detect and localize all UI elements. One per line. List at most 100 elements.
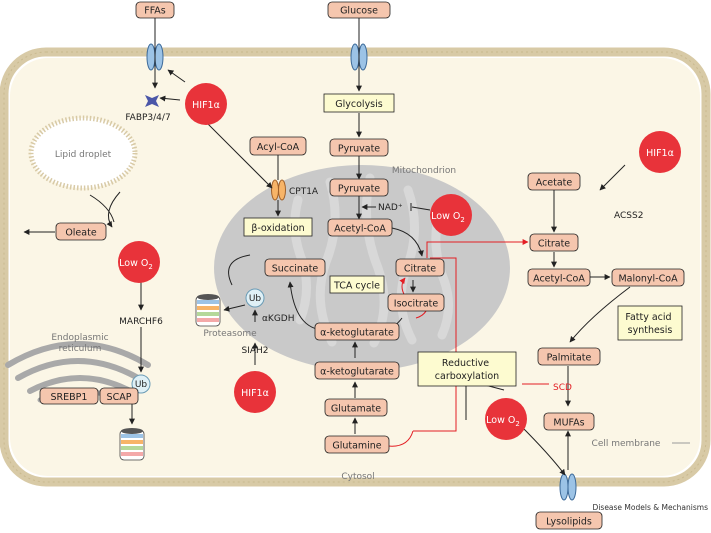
svg-text:Lysolipids: Lysolipids — [546, 517, 592, 528]
metabolite-mufas: MUFAs — [543, 412, 595, 431]
metabolite-acetyl-coa-cyto: Acetyl-CoA — [527, 268, 591, 287]
metabolite-glutamate: Glutamate — [324, 398, 388, 417]
er-label-line2: reticulum — [59, 344, 102, 354]
svg-text:Citrate: Citrate — [538, 239, 570, 250]
process-fatty-acid-synthesis: Fatty acid synthesis — [617, 305, 683, 341]
svg-text:α-ketoglutarate: α-ketoglutarate — [320, 367, 394, 378]
proteasome-icon — [195, 294, 221, 327]
lipid-droplet — [28, 115, 138, 191]
metabolite-ffas: FFAs — [135, 1, 175, 19]
svg-text:α-ketoglutarate: α-ketoglutarate — [320, 328, 394, 339]
metabolite-isocitrate: Isocitrate — [387, 293, 445, 312]
proteasome-label: Proteasome — [203, 329, 257, 339]
fabp-label: FABP3/4/7 — [125, 113, 170, 123]
protein-srebp1: SREBP1 — [39, 387, 99, 405]
journal-credit: Disease Models & Mechanisms — [593, 503, 709, 512]
signal-low-o2-right: Low O2 — [485, 398, 527, 440]
metabolite-glutamine: Glutamine — [324, 435, 390, 454]
fatty-acid-synthesis-label-line2: synthesis — [628, 325, 673, 336]
process-tca-cycle: TCA cycle — [329, 275, 385, 294]
siah2-label: SIAH2 — [241, 346, 268, 356]
svg-text:Low O2: Low O2 — [486, 415, 520, 428]
svg-text:HIF1α: HIF1α — [646, 148, 674, 159]
cytosol-label: Cytosol — [341, 472, 374, 482]
process-reductive-carboxylation: Reductive carboxylation — [417, 351, 517, 387]
svg-text:Oleate: Oleate — [65, 228, 97, 239]
cpt1a-label: CPT1A — [289, 187, 319, 197]
process-beta-oxidation: β-oxidation — [243, 217, 313, 237]
svg-text:Glucose: Glucose — [340, 6, 378, 17]
cell-membrane-dots-outer — [3, 51, 707, 483]
svg-text:Low O2: Low O2 — [119, 258, 153, 271]
akgdh-label: αKGDH — [262, 314, 295, 324]
metabolite-akg-cyto: α-ketoglutarate — [314, 361, 400, 380]
svg-text:Acetyl-CoA: Acetyl-CoA — [334, 224, 386, 235]
acss2-label: ACSS2 — [614, 211, 643, 221]
svg-text:Succinate: Succinate — [272, 264, 319, 275]
fatty-acid-synthesis-label: Fatty acid synthesis — [625, 312, 674, 336]
svg-text:β-oxidation: β-oxidation — [251, 223, 304, 234]
metabolite-palmitate: Palmitate — [537, 347, 601, 366]
svg-text:FFAs: FFAs — [144, 6, 166, 17]
reductive-carboxylation-label: Reductive carboxylation — [435, 358, 499, 382]
cpt1a-transporter-icon — [271, 179, 286, 201]
metabolite-akg-mito: α-ketoglutarate — [314, 322, 400, 341]
metabolite-malonyl-coa: Malonyl-CoA — [611, 268, 685, 287]
svg-text:Citrate: Citrate — [404, 264, 436, 275]
svg-text:Glutamine: Glutamine — [332, 441, 381, 452]
nad-label: NAD⁺ — [378, 203, 403, 213]
lipid-droplet-label: Lipid droplet — [55, 150, 112, 160]
svg-text:Acyl-CoA: Acyl-CoA — [257, 142, 300, 153]
signal-hif1a-bottom: HIF1α — [234, 371, 276, 413]
metabolite-acetate: Acetate — [527, 172, 581, 191]
ubiquitin-icon-akgdh — [245, 288, 265, 308]
metabolite-citrate-cyto: Citrate — [529, 233, 579, 252]
metabolite-acyl-coa: Acyl-CoA — [249, 136, 307, 156]
pathway-arrows — [23, 18, 631, 476]
cell-membrane-label: Cell membrane — [592, 439, 661, 449]
proteasome-icon-er — [119, 428, 145, 461]
svg-text:Malonyl-CoA: Malonyl-CoA — [618, 274, 678, 285]
signal-hif1a-right: HIF1α — [639, 131, 681, 173]
ub-label-1: Ub — [249, 294, 262, 304]
metabolite-citrate-mito: Citrate — [395, 258, 445, 277]
svg-text:HIF1α: HIF1α — [192, 100, 220, 111]
metabolite-pyruvate-mito: Pyruvate — [329, 178, 389, 197]
svg-text:Pyruvate: Pyruvate — [338, 184, 380, 195]
protein-scap: SCAP — [99, 387, 139, 405]
svg-text:Palmitate: Palmitate — [547, 353, 592, 364]
svg-text:Low O2: Low O2 — [431, 211, 465, 224]
svg-text:Pyruvate: Pyruvate — [338, 144, 380, 155]
svg-text:HIF1α: HIF1α — [241, 388, 269, 399]
svg-text:Glycolysis: Glycolysis — [335, 99, 383, 110]
signal-low-o2-mito: Low O2 — [430, 194, 472, 236]
marchf6-label: MARCHF6 — [119, 317, 163, 327]
scd-label: SCD — [553, 383, 572, 393]
svg-text:TCA cycle: TCA cycle — [333, 281, 380, 292]
metabolite-pyruvate-cytosol: Pyruvate — [329, 138, 389, 157]
svg-text:SREBP1: SREBP1 — [51, 392, 88, 403]
mitochondrion-label: Mitochondrion — [392, 166, 456, 176]
svg-text:MUFAs: MUFAs — [553, 418, 584, 429]
fabp-protein-icon — [145, 95, 159, 107]
reductive-carboxylation-label-line2: carboxylation — [435, 371, 499, 382]
metabolite-oleate: Oleate — [55, 222, 107, 241]
channel-glucose — [350, 43, 368, 71]
svg-text:SCAP: SCAP — [107, 392, 132, 403]
process-glycolysis: Glycolysis — [323, 93, 395, 113]
svg-text:Acetate: Acetate — [536, 178, 573, 189]
svg-text:Isocitrate: Isocitrate — [394, 299, 439, 310]
metabolite-succinate: Succinate — [264, 258, 326, 277]
metabolite-lysolipids: Lysolipids — [535, 511, 603, 530]
channel-lysolipids — [559, 473, 577, 501]
signal-hif1a-top: HIF1α — [185, 83, 227, 125]
ub-label-2: Ub — [135, 380, 148, 390]
svg-text:Glutamate: Glutamate — [331, 404, 381, 415]
metabolite-acetyl-coa-mito: Acetyl-CoA — [327, 218, 393, 237]
metabolite-glucose: Glucose — [327, 1, 391, 19]
svg-text:Acetyl-CoA: Acetyl-CoA — [533, 274, 585, 285]
signal-low-o2-left: Low O2 — [118, 241, 160, 283]
